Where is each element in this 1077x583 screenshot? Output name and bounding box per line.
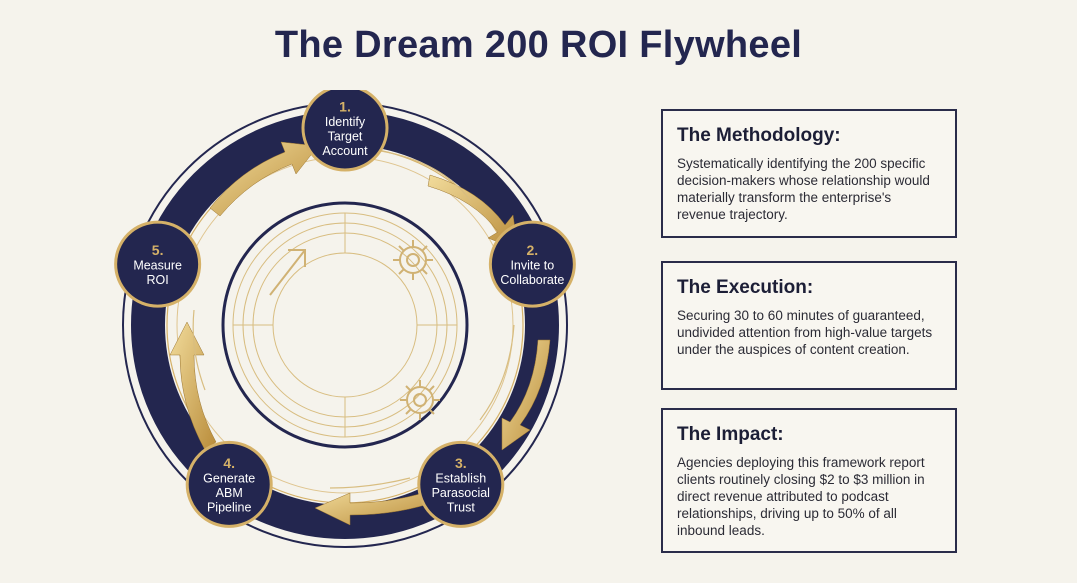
node-circle bbox=[185, 440, 273, 528]
node-number: 2. bbox=[527, 242, 539, 258]
node-label: Pipeline bbox=[207, 500, 252, 514]
gear-icon bbox=[400, 380, 440, 420]
node-label: Identify bbox=[325, 115, 366, 129]
node-label: Parasocial bbox=[432, 486, 490, 500]
arrow-icon bbox=[269, 249, 306, 296]
page-title: The Dream 200 ROI Flywheel bbox=[274, 24, 803, 66]
node-label: Establish bbox=[435, 471, 486, 485]
flow-arrows bbox=[169, 141, 551, 526]
node-label: Invite to bbox=[510, 258, 554, 272]
node-label: Measure bbox=[133, 258, 182, 272]
node-number: 1. bbox=[339, 99, 351, 115]
panel-body: Securing 30 to 60 minutes of guaranteed,… bbox=[677, 308, 933, 357]
gear-icon bbox=[393, 240, 433, 280]
node-number: 4. bbox=[223, 455, 235, 471]
node-circle bbox=[114, 220, 202, 308]
node-label: Collaborate bbox=[500, 273, 564, 287]
node-label: Generate bbox=[203, 471, 255, 485]
panel-body: Systematically identifying the 200 speci… bbox=[677, 156, 930, 222]
inner-flow-arrows bbox=[192, 149, 515, 489]
node-number: 5. bbox=[152, 242, 164, 258]
panel-heading: The Execution: bbox=[677, 277, 814, 298]
decorative-arcs bbox=[232, 212, 458, 438]
inner-ring bbox=[221, 201, 469, 449]
node-label: ROI bbox=[147, 273, 169, 287]
node-number: 3. bbox=[455, 455, 467, 471]
panel-methodology: The Methodology: Systematically identify… bbox=[661, 109, 957, 238]
node-circle bbox=[301, 90, 389, 172]
node-label: ABM bbox=[216, 486, 243, 500]
panel-body: Agencies deploying this framework report… bbox=[677, 455, 925, 538]
node-label: Account bbox=[322, 144, 368, 158]
node-label: Trust bbox=[447, 500, 476, 514]
node-circle bbox=[417, 440, 505, 528]
node-label: Target bbox=[328, 130, 363, 144]
node-circle bbox=[488, 220, 576, 308]
panel-impact: The Impact: Agencies deploying this fram… bbox=[661, 408, 957, 553]
panel-heading: The Impact: bbox=[677, 424, 784, 445]
panel-heading: The Methodology: bbox=[677, 125, 841, 146]
panel-execution: The Execution: Securing 30 to 60 minutes… bbox=[661, 261, 957, 390]
